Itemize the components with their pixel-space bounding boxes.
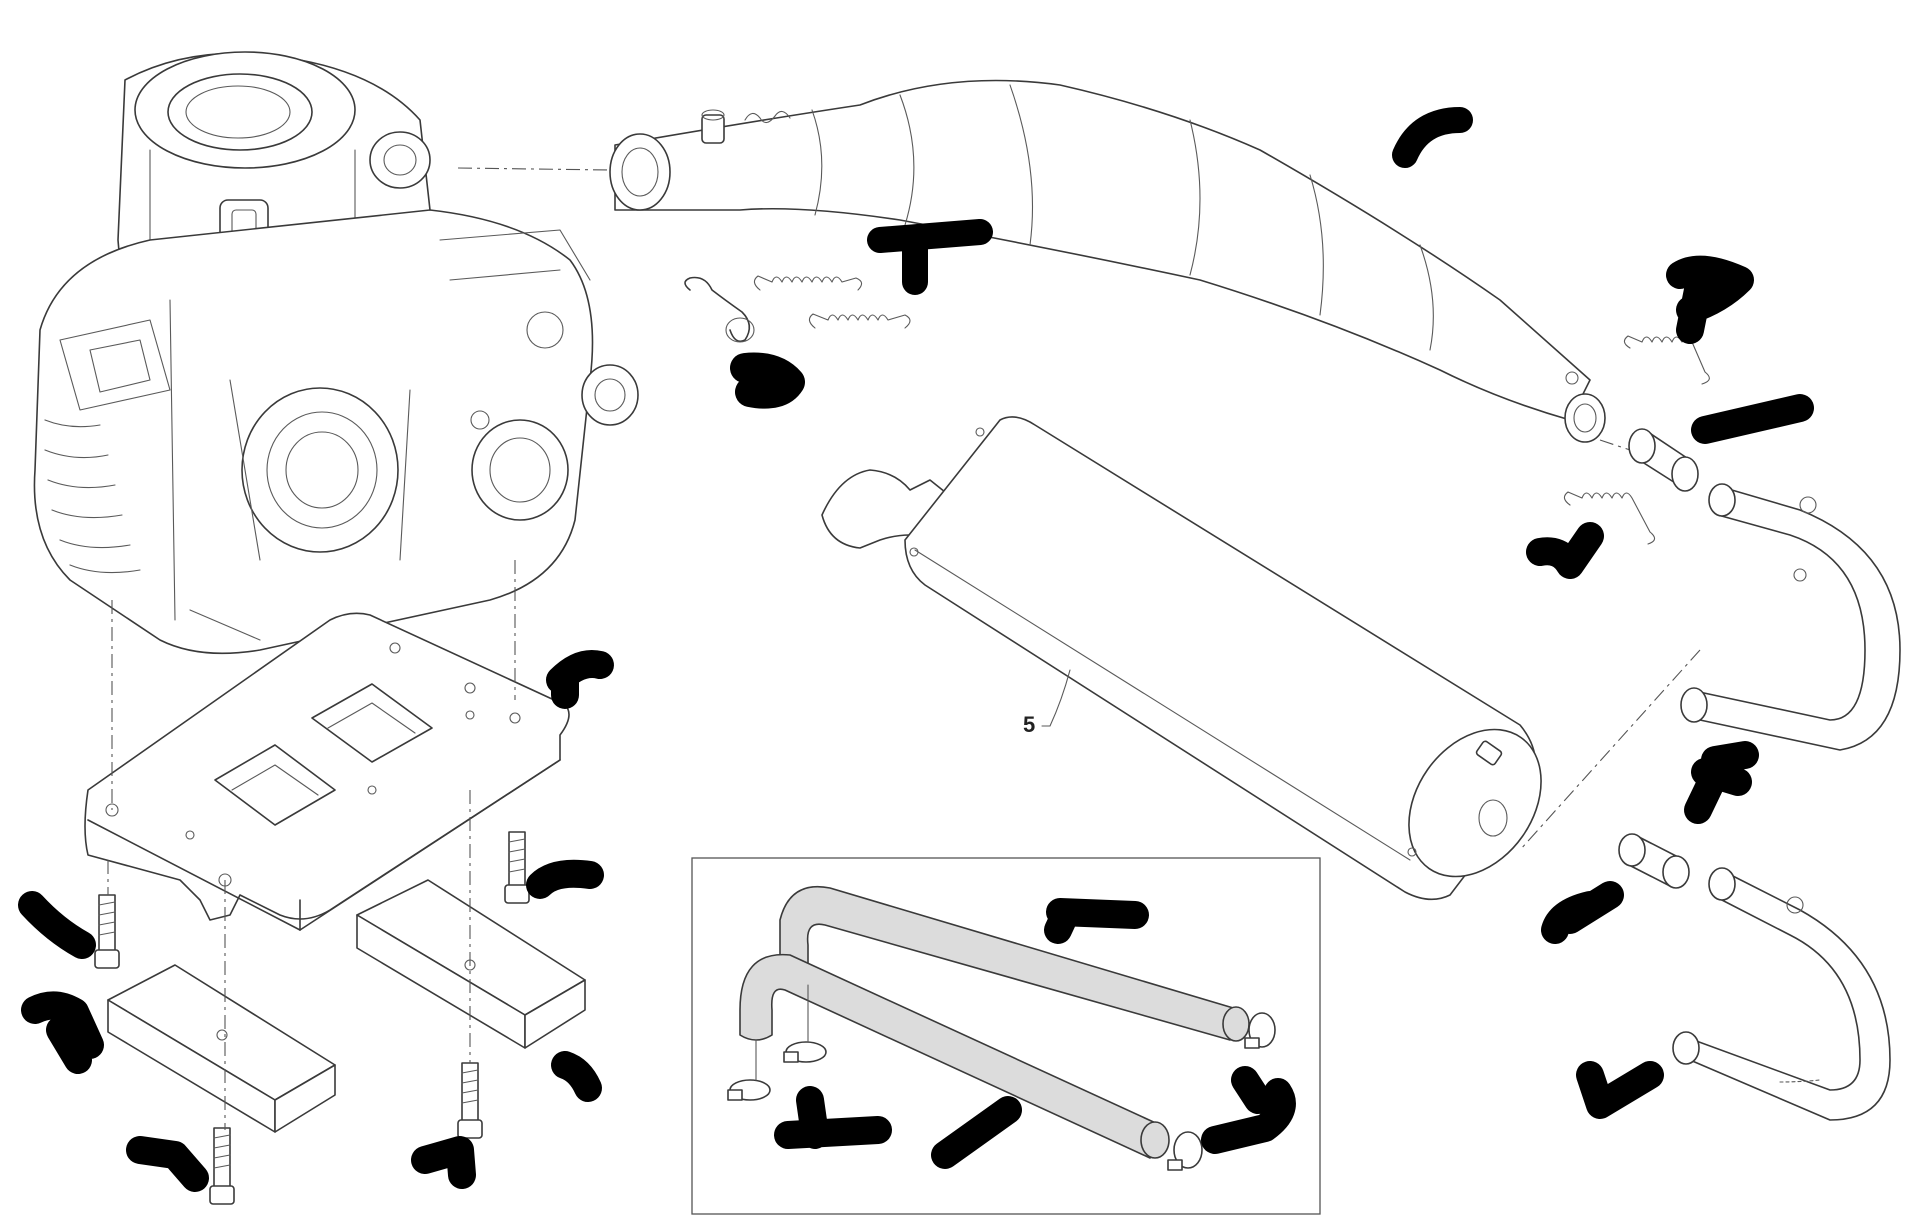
bent-pipe-upper — [1680, 483, 1901, 751]
hose-clamp-3 — [727, 1079, 771, 1101]
hose-upper — [779, 886, 1250, 1042]
inset-panel — [691, 857, 1321, 1215]
hose-clamp-4 — [783, 1041, 827, 1063]
mount-bolt-left — [94, 894, 120, 969]
redacted-callouts — [18, 107, 1814, 1192]
bent-pipe-lower — [1672, 867, 1891, 1121]
coupler-lower — [1618, 833, 1690, 889]
hose-lower — [739, 953, 1170, 1159]
muffler — [821, 416, 1542, 901]
rubber-mount-left — [107, 964, 336, 1133]
rubber-mount-right — [356, 879, 586, 1049]
expansion-chamber — [609, 79, 1606, 443]
mount-bolt-lower-left — [209, 1127, 235, 1205]
hose-clamp-1 — [1244, 1012, 1276, 1049]
mount-bolt-right — [504, 831, 530, 904]
engine-assembly — [33, 51, 639, 655]
engine-mount-plate — [84, 612, 570, 931]
mount-bolt-lower-middle — [457, 1062, 483, 1139]
callout-muffler: 5 — [1023, 669, 1071, 737]
spring-upper-middle — [808, 313, 911, 329]
callout-label-muffler: 5 — [1023, 712, 1035, 737]
pipe-coupler — [1628, 428, 1699, 492]
spring-right-lower — [1563, 491, 1656, 545]
snap-ring — [684, 276, 755, 343]
spring-upper-left — [753, 275, 863, 291]
hose-clamp-2 — [1167, 1131, 1203, 1171]
spring-right-upper — [1623, 335, 1710, 385]
